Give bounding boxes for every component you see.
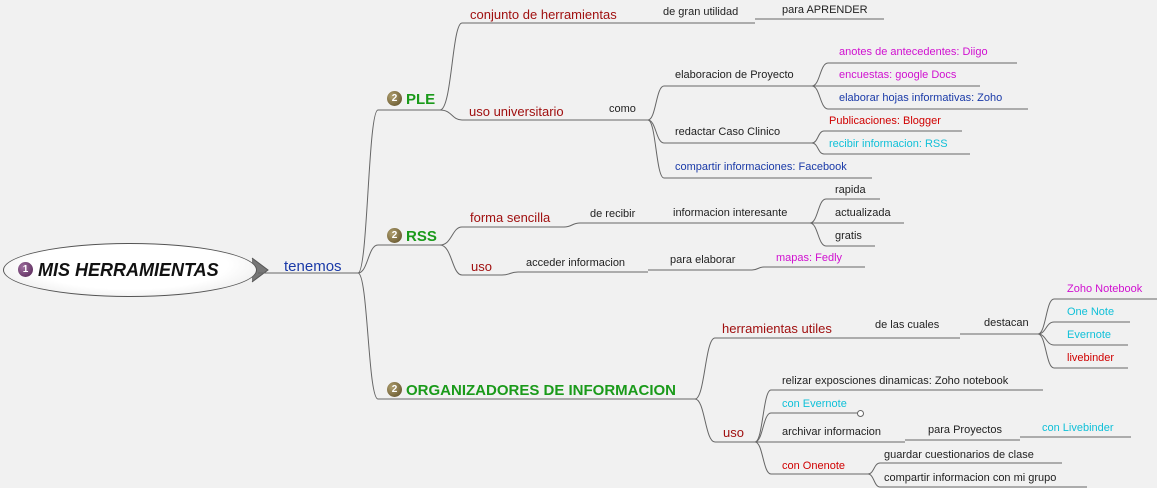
rss-mapas[interactable]: mapas: Fedly: [776, 252, 843, 264]
org-con-evernote[interactable]: con Evernote: [782, 398, 847, 410]
rss-gratis[interactable]: gratis: [835, 230, 862, 242]
ple-blogger[interactable]: Publicaciones: Blogger: [829, 115, 941, 127]
rss-actualizada[interactable]: actualizada: [835, 207, 891, 219]
root-title: MIS HERRAMIENTAS: [38, 260, 219, 280]
ple-para-aprender[interactable]: para APRENDER: [782, 4, 868, 16]
ple-facebook[interactable]: compartir informaciones: Facebook: [675, 161, 847, 173]
ple-conjunto[interactable]: conjunto de herramientas: [470, 7, 617, 22]
rss-rapida[interactable]: rapida: [835, 184, 866, 196]
ple-uso-universitario[interactable]: uso universitario: [469, 104, 564, 119]
rss-uso[interactable]: uso: [471, 259, 492, 274]
org-topic[interactable]: ORGANIZADORES DE INFORMACION: [406, 382, 676, 399]
collapsed-node-marker[interactable]: [857, 410, 864, 417]
org-con-onenote[interactable]: con Onenote: [782, 460, 845, 472]
ple-diigo[interactable]: anotes de antecedentes: Diigo: [839, 46, 988, 58]
root-node[interactable]: [3, 243, 257, 297]
org-evernote[interactable]: Evernote: [1067, 329, 1112, 341]
ple-google-docs[interactable]: encuestas: google Docs: [839, 69, 957, 81]
org-archivar[interactable]: archivar informacion: [782, 426, 882, 438]
ple-como[interactable]: como: [609, 103, 636, 115]
org-cuestionarios[interactable]: guardar cuestionarios de clase: [884, 449, 1034, 461]
ple-caso-clinico[interactable]: redactar Caso Clinico: [675, 126, 781, 138]
ple-topic[interactable]: PLE: [406, 91, 436, 108]
rss-badge: 2: [387, 228, 402, 243]
rss-info-interesante[interactable]: informacion interesante: [673, 207, 788, 219]
org-badge: 2: [387, 382, 402, 397]
org-exposiciones[interactable]: relizar exposciones dinamicas: Zoho note…: [782, 375, 1009, 387]
ple-badge: 2: [387, 91, 402, 106]
org-herramientas-utiles[interactable]: herramientas utiles: [722, 321, 832, 336]
org-con-livebinder[interactable]: con Livebinder: [1042, 422, 1114, 434]
org-zoho-notebook[interactable]: Zoho Notebook: [1067, 283, 1143, 295]
org-one-note[interactable]: One Note: [1067, 306, 1115, 318]
rss-para-elaborar[interactable]: para elaborar: [670, 254, 736, 266]
root-badge: 1: [18, 262, 33, 277]
org-livebinder[interactable]: livebinder: [1067, 352, 1115, 364]
org-para-proyectos[interactable]: para Proyectos: [928, 424, 1002, 436]
connector-label[interactable]: tenemos: [284, 258, 342, 275]
ple-zoho[interactable]: elaborar hojas informativas: Zoho: [839, 92, 1003, 104]
rss-acceder[interactable]: acceder informacion: [526, 257, 626, 269]
rss-de-recibir[interactable]: de recibir: [590, 208, 636, 220]
rss-topic[interactable]: RSS: [406, 228, 437, 245]
ple-elaboracion[interactable]: elaboracion de Proyecto: [675, 69, 794, 81]
ple-gran-utilidad[interactable]: de gran utilidad: [663, 6, 739, 18]
ple-rss-info[interactable]: recibir informacion: RSS: [829, 138, 948, 150]
org-uso[interactable]: uso: [723, 425, 744, 440]
org-de-las-cuales[interactable]: de las cuales: [875, 319, 940, 331]
org-compartir[interactable]: compartir informacion con mi grupo: [884, 472, 1057, 484]
org-destacan[interactable]: destacan: [984, 317, 1029, 329]
rss-forma-sencilla[interactable]: forma sencilla: [470, 210, 551, 225]
